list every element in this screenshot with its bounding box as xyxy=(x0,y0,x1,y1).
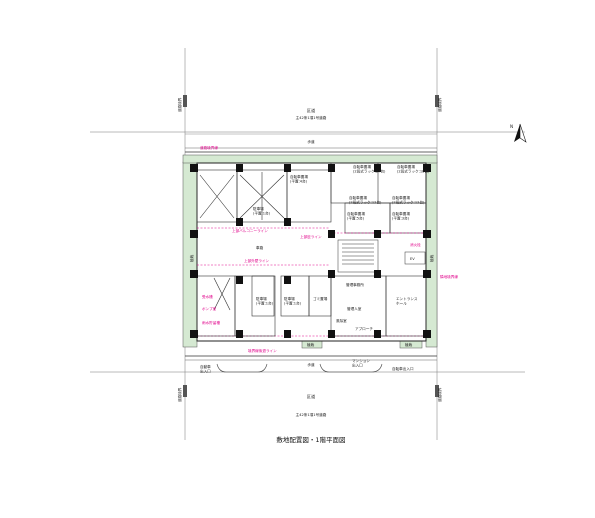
label-line: ホール xyxy=(396,300,407,305)
mgmt-office: 管理事務所 xyxy=(346,282,364,287)
parking-c: 駐車場(平置:1台) xyxy=(253,206,271,215)
bike-rack-b: 自転車置場(2段式ラック:18台) xyxy=(397,164,430,173)
garbage-room: ゴミ置場 xyxy=(313,296,328,301)
boundary-label-rb: 道路境界 xyxy=(437,387,442,402)
label-line: (平置:4台) xyxy=(290,178,308,183)
note-balcony-line: 上部バルコニーライン xyxy=(232,228,268,233)
parking-b: 駐車場(平置:1台) xyxy=(284,296,302,305)
car-entrance: 自動車出入口 xyxy=(200,364,211,373)
mgmt-room: 管理人室 xyxy=(347,306,362,311)
label-line: 出入口 xyxy=(352,362,363,367)
columns xyxy=(190,164,431,338)
boundary-markers xyxy=(183,95,439,397)
drawing-title: 敷地配置図・1階平面図 xyxy=(276,435,345,444)
note-road-boundary: 道路境界線 xyxy=(200,145,218,150)
note-eave-line: 上部庇ライン xyxy=(300,234,322,239)
label-line: (平置:5台) xyxy=(347,215,365,220)
lower-structure xyxy=(196,275,427,337)
boundary-label-lb: 道路境界 xyxy=(177,387,182,402)
south-road-name: 区道 xyxy=(307,393,316,400)
upper-structure xyxy=(196,162,427,234)
planting-left: 植栽 xyxy=(189,254,194,262)
label-line: (2段式ラック:12台) xyxy=(349,199,382,204)
planting-right: 植栽 xyxy=(429,254,434,262)
label-line: (平置:1台) xyxy=(253,210,271,215)
boundary-label-rt: 道路境界 xyxy=(437,97,442,112)
label-line: (平置:1台) xyxy=(256,300,274,305)
windbreak-label: 風除室 xyxy=(336,318,347,323)
north-road-name: 区道 xyxy=(307,107,316,114)
label-line: 出入口 xyxy=(200,368,211,373)
south-road: 歩道 区道 主42条1項1号道路 xyxy=(185,355,437,417)
north-road: 区道 主42条1項1号道路 歩道 xyxy=(185,107,437,153)
bike-rack-a: 自転車置場(2段式ラック:27台) xyxy=(353,164,386,173)
bike-rack-g: 自転車置場(平置:3台) xyxy=(392,211,410,220)
north-sidewalk: 歩道 xyxy=(307,139,315,144)
bike-rack-e: 自転車置場(平置:4台) xyxy=(290,174,308,183)
note-water-tank: 受水槽 xyxy=(202,294,213,299)
note-neighbor-boundary: 隣地境界線 xyxy=(440,274,458,279)
planting-s2: 植栽 xyxy=(405,342,413,347)
bike-rack-d: 自転車置場(2段式ラック:12台) xyxy=(392,195,425,204)
north-road-desc: 主42条1項1号道路 xyxy=(296,115,327,120)
mansion-entrance: マンション出入口 xyxy=(352,358,370,367)
ev-label: EV xyxy=(410,257,415,261)
note-rainwater-tank: 雨水貯留槽 xyxy=(202,320,220,325)
entrance-hall: エントランスホール xyxy=(396,296,418,305)
site-planting xyxy=(182,154,438,349)
driveway-lines xyxy=(197,227,426,337)
label-line: (2段式ラック:18台) xyxy=(397,168,430,173)
note-setback-line: 境界線後退ライン xyxy=(248,348,277,353)
driveway: 車路 xyxy=(256,245,264,250)
label-line: (平置:1台) xyxy=(284,300,302,305)
label-line: (2段式ラック:12台) xyxy=(392,199,425,204)
south-road-desc: 主42条1項1号道路 xyxy=(296,412,327,417)
south-sidewalk: 歩道 xyxy=(307,362,315,367)
stair-core xyxy=(337,239,426,273)
planting-s1: 植栽 xyxy=(307,342,315,347)
construction-lines xyxy=(90,48,525,440)
note-wall-line: 上部外壁ライン xyxy=(244,258,270,263)
parking-a: 駐車場(平置:1台) xyxy=(256,296,274,305)
bike-rack-f: 自転車置場(平置:5台) xyxy=(347,211,365,220)
approach-label: アプローチ xyxy=(355,326,373,331)
bike-entrance: 自転車出入口 xyxy=(392,366,414,371)
building-outline xyxy=(196,162,427,342)
north-arrow-label: N xyxy=(510,124,513,129)
label-line: (2段式ラック:27台) xyxy=(353,168,386,173)
boundary-label-lt: 道路境界 xyxy=(177,97,182,112)
note-hydrant: 消火栓 xyxy=(410,242,421,247)
note-pump-room: ポンプ室 xyxy=(202,306,217,311)
label-line: (平置:3台) xyxy=(392,215,410,220)
north-arrow xyxy=(514,123,527,143)
bike-rack-c: 自転車置場(2段式ラック:12台) xyxy=(349,195,382,204)
